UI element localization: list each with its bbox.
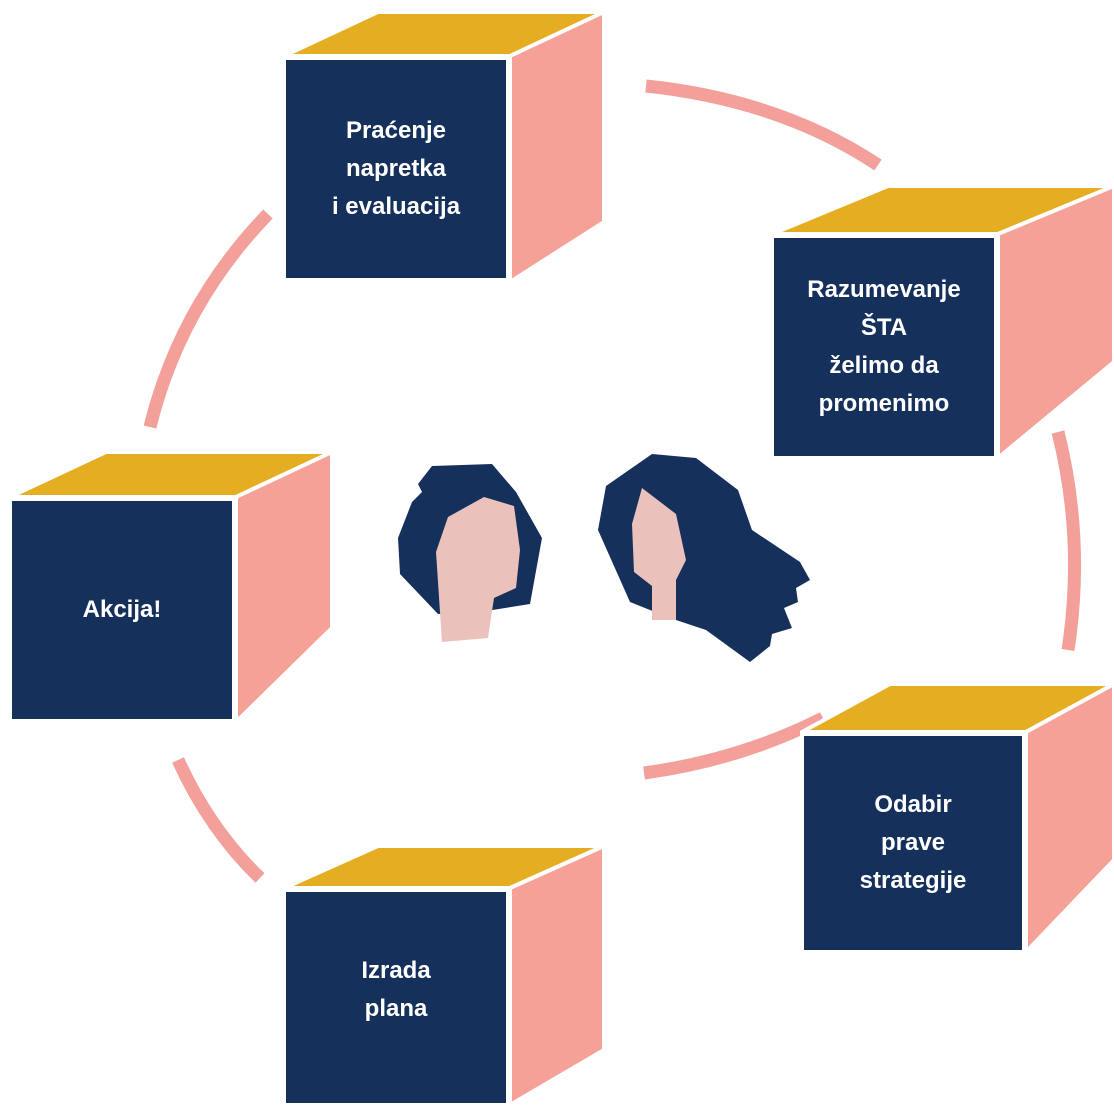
step-box-2 (770, 184, 1114, 460)
step-box-1 (282, 10, 606, 284)
arc-bottom-right (643, 712, 826, 780)
step-label-4: Izrada plana (361, 957, 431, 1022)
connector-arcs (143, 79, 1082, 883)
step-label-1: Praćenje napretka i evaluacija (331, 117, 461, 220)
arc-top-right (645, 79, 882, 171)
arc-left (143, 209, 273, 429)
arc-right (1051, 430, 1082, 651)
step-label-5: Akcija! (82, 596, 162, 623)
person-head-icon (398, 464, 542, 642)
step-label-3: Odabir prave strategije (859, 791, 967, 894)
step-box-3 (800, 682, 1114, 954)
step-box-4 (282, 844, 606, 1105)
step-box-5 (8, 450, 334, 724)
person-head-icon (598, 454, 810, 662)
step-label-2: Razumevanje ŠTA želimo da promenimo (807, 276, 961, 417)
arc-bottom-left (172, 757, 265, 883)
